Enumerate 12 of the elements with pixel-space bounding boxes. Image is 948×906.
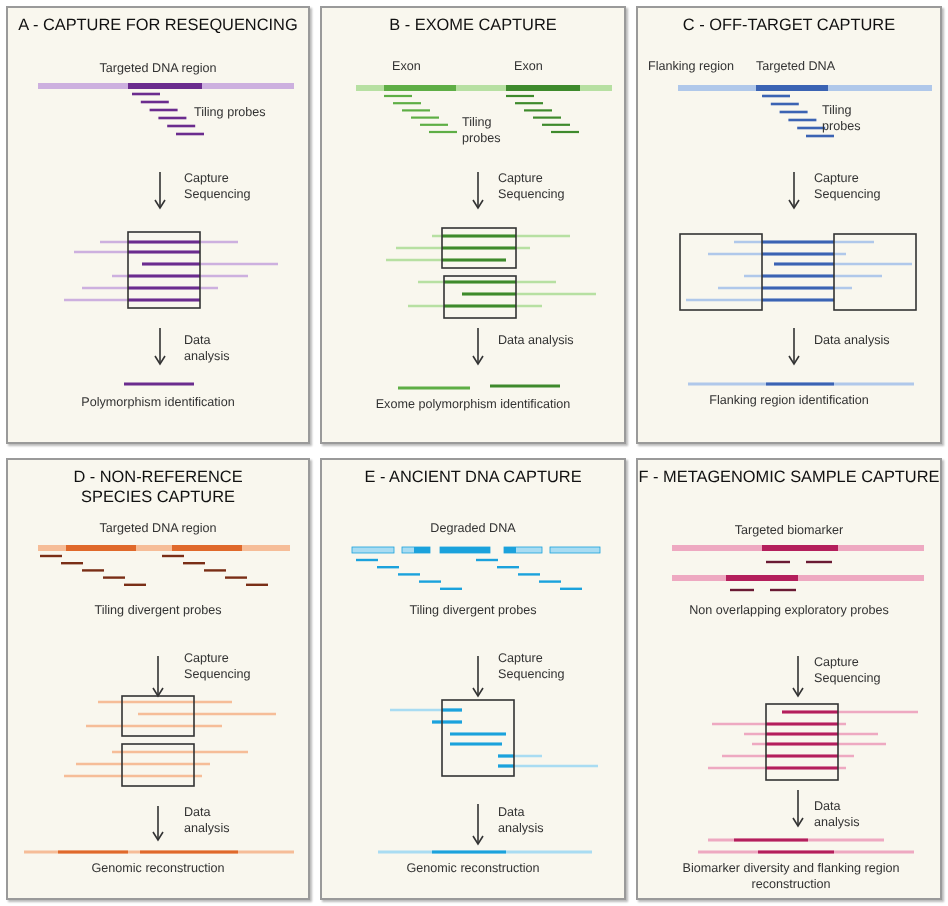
capture-panel <box>636 458 942 900</box>
panel-heading: E - ANCIENT DNA CAPTURE <box>362 468 584 489</box>
capture-panel <box>320 458 626 900</box>
panel-heading: A - CAPTURE FOR RESEQUENCING <box>16 16 300 37</box>
capture-panel <box>320 6 626 444</box>
panel-heading: F - METAGENOMIC SAMPLE CAPTURE <box>638 468 940 489</box>
capture-panel <box>636 6 942 444</box>
panel-heading: D - NON-REFERENCE SPECIES CAPTURE <box>71 468 245 509</box>
capture-panel <box>6 458 310 900</box>
capture-panel <box>6 6 310 444</box>
panel-heading: B - EXOME CAPTURE <box>387 16 559 37</box>
panel-heading: C - OFF-TARGET CAPTURE <box>680 16 898 37</box>
